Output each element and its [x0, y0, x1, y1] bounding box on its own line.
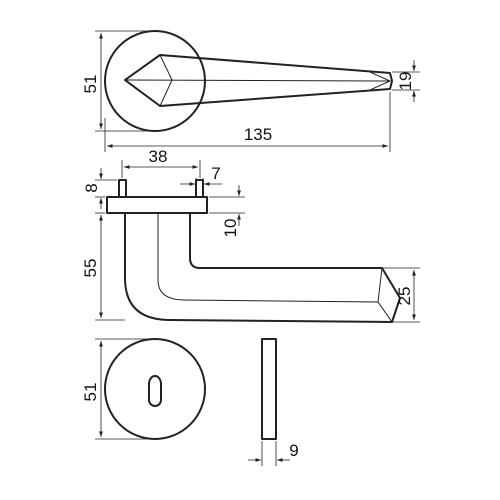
dim-pin-height: 8 [82, 183, 101, 192]
lever-side-inner [157, 213, 393, 323]
top-view: 51 19 135 [81, 30, 420, 152]
rosette-plate [106, 196, 208, 214]
lever-top-ridge [124, 54, 392, 107]
dim-lever-length: 135 [244, 125, 272, 144]
dim-rosette-thickness: 10 [221, 219, 240, 238]
pin-right [195, 179, 204, 198]
side-view: 38 7 8 10 55 25 [81, 147, 420, 323]
escutcheon-outline [104, 338, 206, 440]
escutcheon-view: 51 9 [81, 338, 299, 466]
pin-left [118, 179, 127, 198]
dim-escutcheon-diameter: 51 [81, 383, 100, 402]
dim-lever-height: 55 [81, 259, 100, 278]
keyhole-outline [148, 375, 162, 407]
dim-escutcheon-thickness: 9 [289, 441, 298, 460]
dim-pin-spacing: 38 [149, 147, 168, 166]
lever-side-outline [124, 212, 401, 323]
dim-lever-end-height: 25 [395, 287, 414, 306]
dim-lever-thickness: 19 [396, 72, 415, 91]
rosette-outline [104, 30, 206, 132]
escutcheon-profile [261, 338, 277, 440]
dim-rosette-diameter: 51 [81, 75, 100, 94]
dim-pin-diameter: 7 [211, 164, 220, 183]
